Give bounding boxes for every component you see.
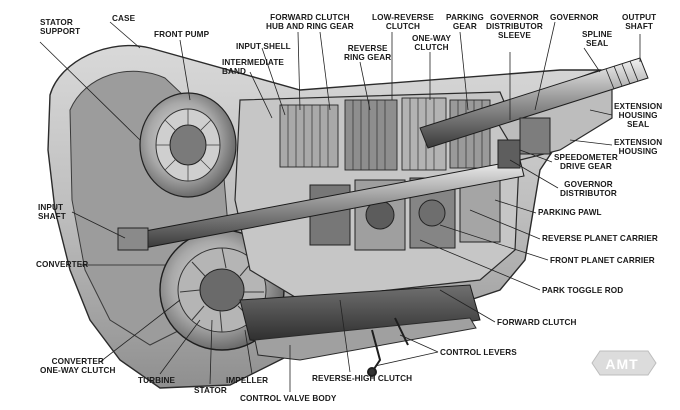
label-stator-support: STATOR SUPPORT [40, 18, 81, 36]
label-intermediate-band: INTERMEDIATE BAND [222, 58, 284, 76]
amt-logo-text: AMT [605, 356, 639, 372]
label-converter: CONVERTER [36, 260, 89, 269]
label-converter-one-way-clutch: CONVERTER ONE-WAY CLUTCH [40, 357, 116, 375]
label-turbine: TURBINE [138, 376, 176, 385]
label-reverse-planet-carrier: REVERSE PLANET CARRIER [542, 234, 658, 243]
label-impeller: IMPELLER [226, 376, 269, 385]
label-low-reverse-clutch: LOW-REVERSE CLUTCH [372, 13, 434, 31]
leader-lines [39, 21, 641, 392]
label-spline-seal: SPLINE SEAL [582, 30, 613, 48]
label-governor-distributor-sleeve: GOVERNOR DISTRIBUTOR SLEEVE [486, 13, 543, 40]
label-speedometer-drive-gear: SPEEDOMETER DRIVE GEAR [554, 153, 618, 171]
label-extension-housing: EXTENSION HOUSING [614, 138, 663, 156]
front-pump-art [139, 92, 237, 198]
control-levers-art [367, 317, 409, 377]
label-reverse-high-clutch: REVERSE-HIGH CLUTCH [312, 374, 413, 383]
label-input-shell: INPUT SHELL [236, 42, 291, 51]
label-case: CASE [112, 14, 136, 23]
label-stator: STATOR [194, 386, 227, 395]
label-governor-distributor: GOVERNOR DISTRIBUTOR [560, 180, 617, 198]
label-control-valve-body: CONTROL VALVE BODY [240, 394, 337, 403]
label-input-shaft: INPUT SHAFT [38, 203, 66, 221]
label-park-toggle-rod: PARK TOGGLE ROD [542, 286, 624, 295]
governor-art [497, 117, 551, 169]
amt-logo-shape [591, 350, 657, 376]
label-parking-pawl: PARKING PAWL [538, 208, 602, 217]
output-shaft-splines [605, 60, 639, 90]
label-one-way-clutch: ONE-WAY CLUTCH [412, 34, 452, 52]
label-front-planet-carrier: FRONT PLANET CARRIER [550, 256, 655, 265]
input-shaft-tip [117, 227, 149, 251]
label-reverse-ring-gear: REVERSE RING GEAR [344, 44, 392, 62]
label-parking-gear: PARKING GEAR [446, 13, 484, 31]
oil-pan [254, 317, 477, 361]
label-extension-housing-seal: EXTENSION HOUSING SEAL [614, 102, 663, 129]
label-governor: GOVERNOR [550, 13, 599, 22]
amt-logo: AMT [586, 351, 658, 375]
label-control-levers: CONTROL LEVERS [440, 348, 517, 357]
label-output-shaft: OUTPUT SHAFT [622, 13, 657, 31]
label-forward-clutch-hub: FORWARD CLUTCH HUB AND RING GEAR [266, 13, 354, 31]
label-front-pump: FRONT PUMP [154, 30, 210, 39]
output-shaft [419, 57, 649, 149]
label-forward-clutch: FORWARD CLUTCH [497, 318, 577, 327]
